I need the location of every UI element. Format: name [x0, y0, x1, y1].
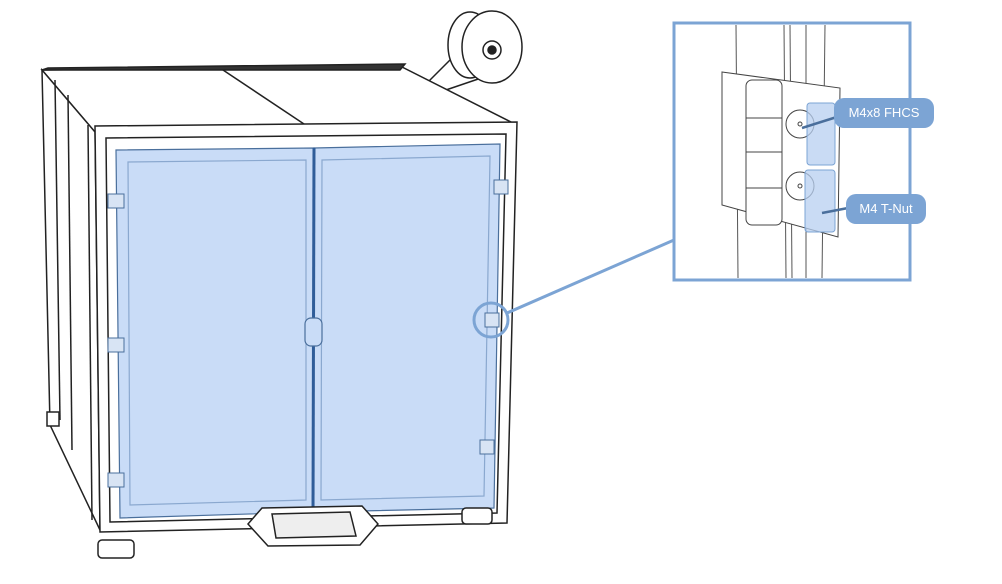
glass-doors — [115, 143, 501, 519]
door-hinges — [107, 179, 509, 488]
callout-highlight-circle — [472, 301, 510, 339]
enclosure-side — [41, 67, 101, 531]
callout-detail-view — [672, 21, 912, 282]
filament-spool — [419, 10, 523, 93]
enclosure-top — [40, 63, 516, 133]
callout-label-fhcs: M4x8 FHCS — [834, 98, 934, 128]
callout-label-tnut: M4 T-Nut — [846, 194, 926, 224]
control-panel — [246, 505, 379, 547]
callout-leader-line — [506, 238, 675, 315]
enclosure-feet — [46, 411, 493, 559]
